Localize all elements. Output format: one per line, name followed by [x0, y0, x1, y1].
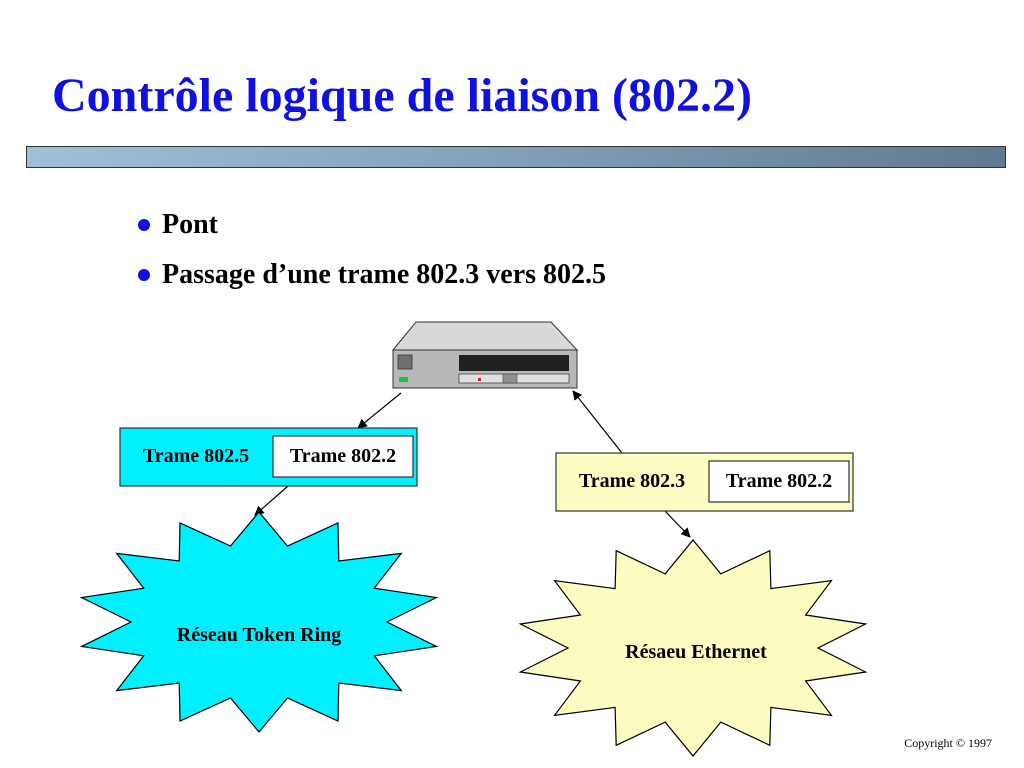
token-frame-inner-label: Trame 802.2	[290, 445, 396, 467]
bullet-item: Pont	[138, 200, 606, 250]
ethernet-frame-inner-box	[708, 460, 850, 503]
token-frame-to-network-arrow	[254, 485, 289, 516]
slide-title: Contrôle logique de liaison (802.2)	[52, 69, 753, 122]
bullet-item: Passage d’une trame 802.3 vers 802.5	[138, 250, 606, 300]
bullet-text: Passage d’une trame 802.3 vers 802.5	[162, 259, 607, 290]
token-frame-inner-box	[272, 435, 414, 478]
bullet-list: Pont Passage d’une trame 802.3 vers 802.…	[138, 200, 606, 300]
copyright-notice: Copyright © 1997	[904, 736, 992, 750]
token-frame-outer-label: Trame 802.5	[143, 445, 249, 467]
ethernet-frame-to-network-arrow	[664, 510, 691, 538]
token-ring-frame: Trame 802.5 Trame 802.2	[119, 427, 418, 487]
bridge-to-token-frame-arrow	[357, 392, 402, 429]
ethernet-frame-inner-label: Trame 802.2	[726, 470, 832, 492]
bridge-device-icon	[391, 321, 579, 389]
token-ring-network: Réseau Token Ring	[79, 511, 439, 733]
ethernet-frame-to-bridge-arrow	[572, 390, 623, 454]
ethernet-starburst-shape	[518, 539, 868, 757]
bullet-dot-icon	[138, 269, 150, 281]
title-underline-bar	[26, 146, 1006, 168]
ethernet-frame-outer-label: Trame 802.3	[579, 470, 685, 492]
bullet-text: Pont	[162, 209, 218, 240]
ethernet-network: Résaeu Ethernet	[518, 539, 868, 757]
token-ring-network-label: Réseau Token Ring	[177, 624, 342, 646]
token-ring-starburst-shape	[79, 511, 439, 733]
ethernet-network-label: Résaeu Ethernet	[625, 641, 767, 663]
bullet-dot-icon	[138, 219, 150, 231]
ethernet-frame: Trame 802.3 Trame 802.2	[555, 452, 854, 512]
